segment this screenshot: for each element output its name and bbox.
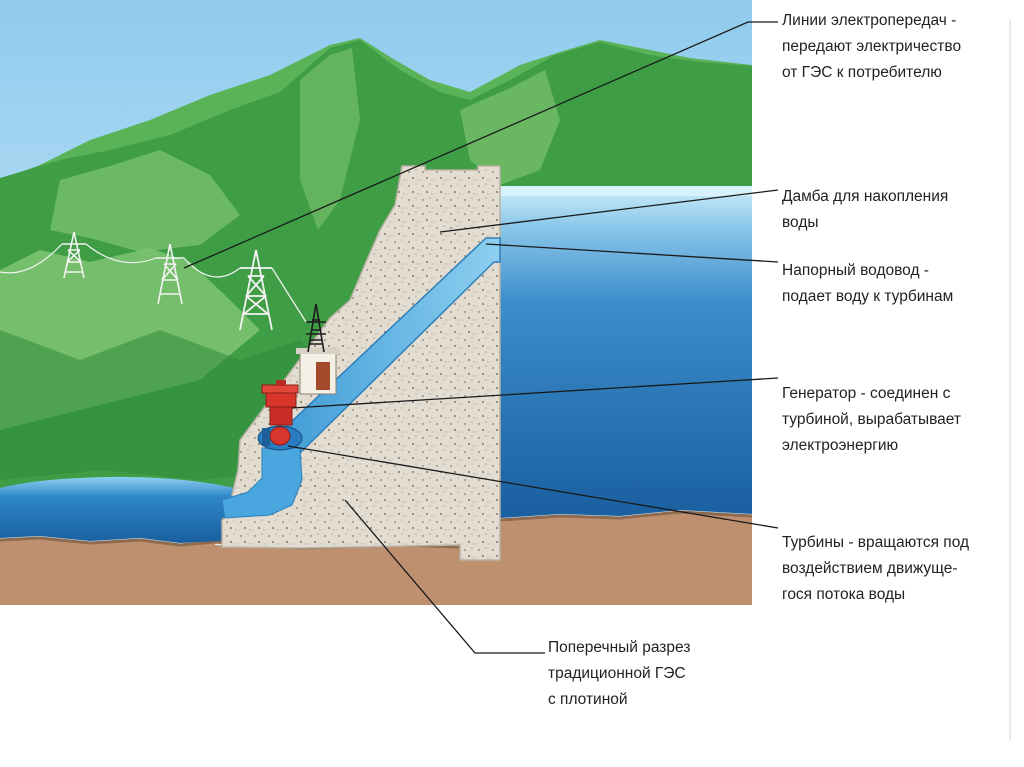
leader-line-cross-section (344, 499, 545, 654)
mountain-highlight (460, 70, 560, 185)
transmission-tower-icon (306, 303, 326, 353)
label-turbines: Турбины - вращаются под воздействием дви… (782, 530, 969, 608)
label-dam: Дамба для накопления воды (782, 184, 948, 236)
outflow-channel (221, 447, 303, 519)
label-power-lines: Линии электропередач - передают электрич… (782, 8, 961, 86)
label-line: от ГЭС к потребителю (782, 64, 942, 81)
label-line: Генератор - соединен с (782, 385, 951, 402)
mountain-highlight (50, 150, 240, 252)
reservoir-surface (500, 186, 752, 196)
label-generator: Генератор - соединен с турбиной, вырабат… (782, 381, 961, 459)
label-line: турбиной, вырабатывает (782, 411, 961, 428)
label-line: подает воду к турбинам (782, 288, 954, 305)
label-line: Поперечный разрез (548, 639, 691, 656)
label-line: Линии электропередач - (782, 12, 957, 29)
mountain-highlight (300, 48, 360, 230)
powerhouse-icon (296, 348, 340, 395)
label-line: гося потока воды (782, 586, 906, 603)
leader-line-dam (439, 189, 779, 233)
leader-line-penstock (485, 243, 779, 263)
leader-lines (183, 21, 779, 654)
label-line: Напорный водовод - (782, 262, 929, 279)
label-line: Дамба для накопления (782, 188, 949, 205)
label-cross-section: Поперечный разрез традиционной ГЭС с пло… (548, 635, 690, 713)
reservoir-water (500, 186, 752, 518)
transmission-tower-icon (239, 249, 273, 331)
transmission-tower-icon (62, 231, 86, 279)
label-line: с плотиной (548, 691, 628, 708)
transmission-tower-icon (156, 243, 184, 305)
label-line: воды (782, 214, 819, 231)
river-water (0, 476, 238, 543)
label-line: воздействием движуще- (782, 560, 958, 577)
leader-line-generator (291, 377, 779, 409)
power-line-wires (0, 243, 307, 323)
label-line: передают электричество (782, 38, 962, 55)
label-line: традиционной ГЭС (548, 665, 686, 682)
turbine-icon (257, 425, 303, 451)
leader-line-power-lines (183, 21, 778, 269)
label-penstock: Напорный водовод - подает воду к турбина… (782, 258, 953, 310)
ground (0, 512, 752, 605)
label-line: Турбины - вращаются под (782, 534, 970, 551)
leader-line-turbines (287, 445, 779, 529)
label-line: электроэнергию (782, 437, 899, 454)
generator-icon (261, 380, 299, 426)
